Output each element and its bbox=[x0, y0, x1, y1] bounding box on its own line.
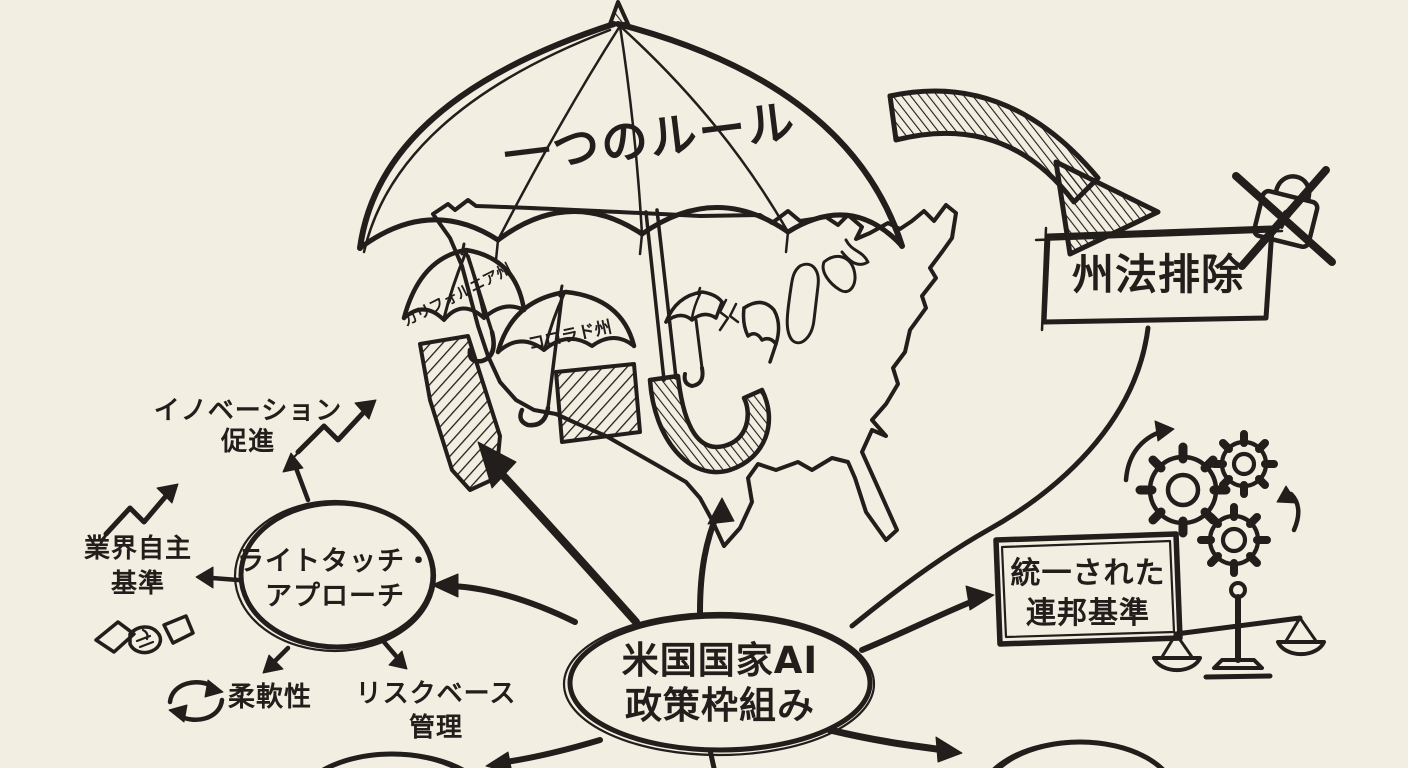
flexibility-label: 柔軟性 bbox=[228, 682, 312, 713]
colorado-umbrella-icon bbox=[495, 284, 642, 444]
preemption-box bbox=[1034, 225, 1284, 332]
central-node bbox=[562, 611, 876, 757]
trend-up-arrow-icon bbox=[293, 399, 377, 458]
central-arrows bbox=[431, 441, 995, 768]
light-touch-node bbox=[233, 499, 437, 653]
preemption-label: 州法排除 bbox=[1071, 250, 1244, 299]
connector-preemption bbox=[849, 325, 1151, 629]
light-touch-label: ライトタッチ・ アプローチ bbox=[237, 546, 433, 613]
handshake-icon bbox=[94, 614, 195, 655]
federal-standards-label: 統一された 連邦基準 bbox=[1010, 556, 1166, 631]
lock-crossed-icon bbox=[1232, 166, 1336, 270]
risk-based-label: リスクベース 管理 bbox=[355, 679, 517, 743]
industry-standards-label: 業界自主 基準 bbox=[83, 534, 192, 600]
bottom-left-node bbox=[321, 751, 465, 768]
us-map bbox=[431, 198, 958, 548]
light-touch-arrows bbox=[195, 452, 408, 674]
bottom-right-node bbox=[992, 739, 1165, 768]
preemption-arrow-icon bbox=[887, 88, 1161, 257]
scales-icon bbox=[1152, 581, 1326, 680]
gears-icon bbox=[1123, 420, 1301, 577]
california-umbrella-icon bbox=[401, 242, 527, 492]
one-rule-umbrella-icon bbox=[357, 0, 905, 475]
trend-up-arrow-icon-2 bbox=[101, 483, 179, 540]
broken-umbrella-icon bbox=[664, 286, 781, 388]
central-node-label: 米国国家AI 政策枠組み bbox=[621, 639, 819, 728]
innovation-label: イノベーション 促進 bbox=[153, 396, 343, 458]
cycle-arrows-icon bbox=[167, 679, 225, 723]
